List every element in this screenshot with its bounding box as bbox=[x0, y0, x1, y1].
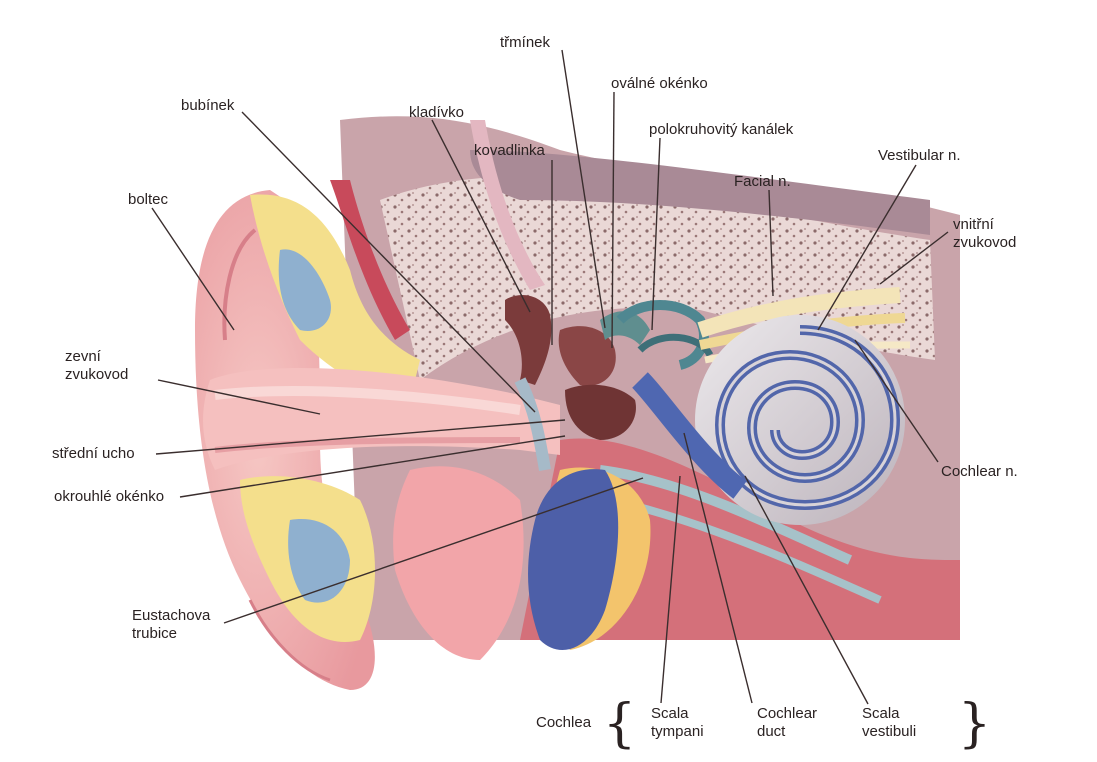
label-facial-n: Facial n. bbox=[734, 173, 791, 191]
label-scala-vestibuli: Scala vestibuli bbox=[862, 705, 916, 741]
right-brace: } bbox=[958, 698, 991, 750]
left-brace: { bbox=[603, 698, 636, 750]
label-cochlear-duct: Cochlear duct bbox=[757, 705, 817, 741]
label-cochlear-n: Cochlear n. bbox=[941, 463, 1018, 481]
label-scala-tympani: Scala tympani bbox=[651, 705, 704, 741]
label-boltec: boltec bbox=[128, 191, 168, 209]
label-bubinek: bubínek bbox=[181, 97, 234, 115]
label-kovadlinka: kovadlinka bbox=[474, 142, 545, 160]
label-cochlea: Cochlea bbox=[536, 714, 591, 732]
label-stredni-ucho: střední ucho bbox=[52, 445, 135, 463]
label-vestibular-n: Vestibular n. bbox=[878, 147, 961, 165]
label-vnitrni-zvukovod: vnitřní zvukovod bbox=[953, 216, 1016, 252]
label-kladivko: kladívko bbox=[409, 104, 464, 122]
label-triminek: třmínek bbox=[500, 34, 550, 52]
label-okrouhle-okenko: okrouhlé okénko bbox=[54, 488, 164, 506]
label-ovalne-okenko: oválné okénko bbox=[611, 75, 708, 93]
label-zevni-zvukovod: zevní zvukovod bbox=[65, 348, 128, 384]
label-polokruhovity-kanalek: polokruhovitý kanálek bbox=[649, 121, 793, 139]
label-eustachova-trubice: Eustachova trubice bbox=[132, 607, 210, 643]
